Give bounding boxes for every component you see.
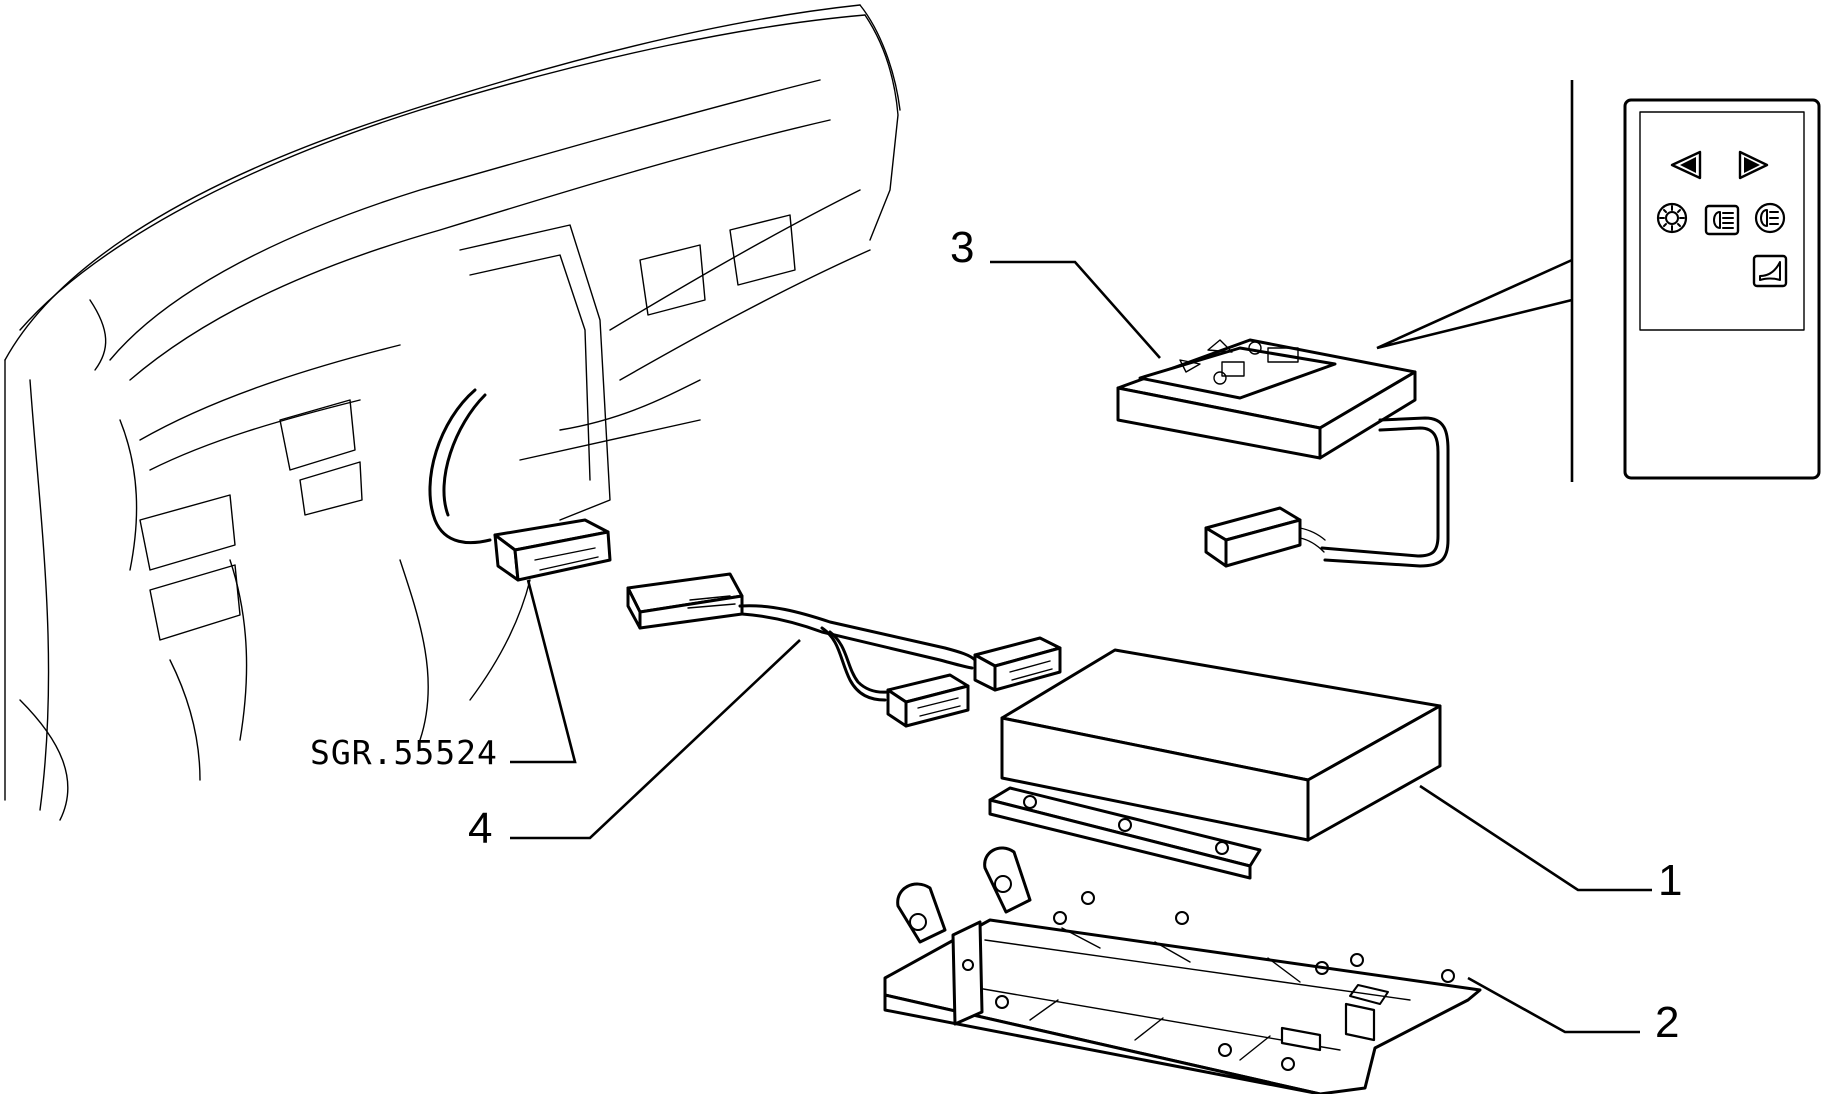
horn-icon [1752, 254, 1788, 288]
part-2-leader [1467, 976, 1640, 1034]
part-1-label: 1 [1658, 856, 1682, 905]
part-3-leader [990, 260, 1161, 359]
part-3-remote-unit [1116, 338, 1450, 568]
part-4-wiring-harness [626, 572, 1062, 728]
ref-code-leader [510, 579, 577, 764]
high-beam-icon [1704, 204, 1740, 236]
parking-light-icon [1656, 202, 1688, 234]
fog-light-icon [1754, 202, 1786, 234]
arrow-right-icon [1738, 150, 1769, 180]
dashboard-outline [4, 4, 901, 821]
part-4-label: 4 [468, 804, 492, 853]
part-2-label: 2 [1655, 998, 1679, 1047]
dashboard-connector [493, 518, 612, 582]
part-2-mounting-bracket [883, 846, 1482, 1094]
part-1-control-box [988, 648, 1442, 880]
ref-code-label: SGR.55524 [310, 733, 498, 772]
part-3-label: 3 [950, 223, 974, 272]
part-4-leader [510, 639, 801, 840]
arrow-left-icon [1670, 150, 1702, 180]
part-1-leader [1419, 784, 1652, 892]
inset-panel-detail [1376, 80, 1821, 482]
